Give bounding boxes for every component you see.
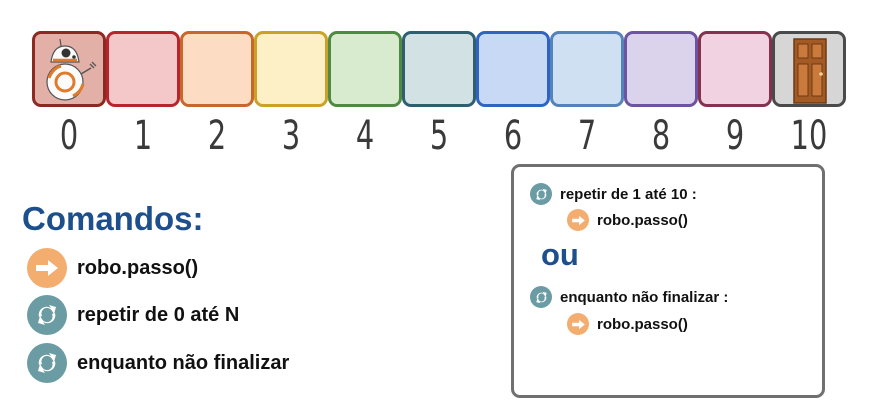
examples-panel: repetir de 1 até 10 : robo.passo() ou en…: [511, 164, 825, 398]
command-step-label: robo.passo(): [77, 256, 199, 279]
track-cell-7: [550, 31, 624, 107]
robot-icon: [46, 38, 97, 101]
cell-number-5: 5: [429, 113, 449, 159]
cell-number-3: 3: [281, 113, 301, 159]
example-step-line-1: robo.passo(): [567, 209, 688, 231]
track-cell-4: [328, 31, 402, 107]
arrow-right-icon: [567, 209, 589, 231]
cell-number-10: 10: [790, 113, 828, 159]
example-repeat-label: repetir de 1 até 10 :: [560, 185, 697, 203]
command-repeat: repetir de 0 até N: [27, 294, 239, 336]
track: [32, 31, 847, 107]
command-repeat-label: repetir de 0 até N: [77, 303, 240, 326]
loop-icon: [27, 343, 67, 383]
track-cell-9: [698, 31, 772, 107]
example-step-line-2: robo.passo(): [567, 313, 688, 335]
example-step-label-2: robo.passo(): [597, 315, 688, 333]
track-cell-2: [180, 31, 254, 107]
track-cell-5: [402, 31, 476, 107]
loop-icon: [27, 295, 67, 335]
loop-icon: [530, 183, 552, 205]
door-icon: [793, 38, 827, 104]
command-step: robo.passo(): [27, 247, 198, 289]
cell-number-0: 0: [59, 113, 79, 159]
loop-icon: [530, 286, 552, 308]
track-cell-0: [32, 31, 106, 107]
example-while-label: enquanto não finalizar :: [560, 288, 729, 306]
commands-title: Comandos:: [22, 200, 204, 237]
track-cell-3: [254, 31, 328, 107]
arrow-right-icon: [567, 313, 589, 335]
example-repeat-line: repetir de 1 até 10 :: [530, 183, 697, 205]
track-cell-8: [624, 31, 698, 107]
cell-number-6: 6: [503, 113, 523, 159]
example-while-line: enquanto não finalizar :: [530, 286, 728, 308]
arrow-right-icon: [27, 248, 67, 288]
cell-number-4: 4: [355, 113, 375, 159]
cell-number-8: 8: [651, 113, 671, 159]
track-cell-1: [106, 31, 180, 107]
command-while: enquanto não finalizar: [27, 342, 289, 384]
example-step-label-1: robo.passo(): [597, 211, 688, 229]
track-cell-6: [476, 31, 550, 107]
track-cell-10: [772, 31, 846, 107]
cell-number-7: 7: [577, 113, 597, 159]
or-separator: ou: [541, 237, 579, 272]
cell-number-9: 9: [725, 113, 745, 159]
cell-number-2: 2: [207, 113, 227, 159]
cell-number-1: 1: [133, 113, 153, 159]
command-while-label: enquanto não finalizar: [77, 351, 290, 374]
